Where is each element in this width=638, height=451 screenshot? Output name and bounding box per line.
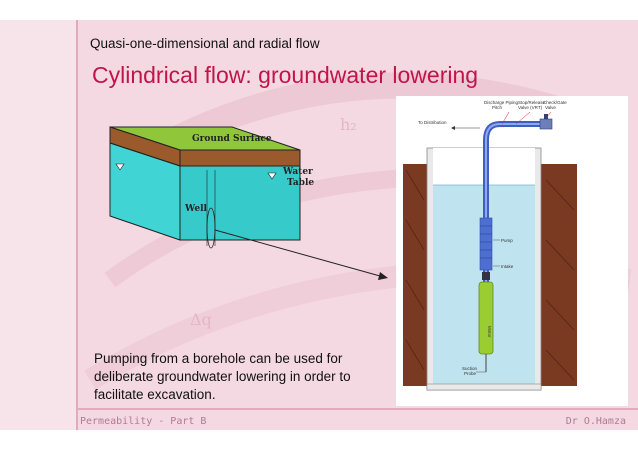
suction-probe-label-line2: Probe xyxy=(464,371,477,376)
vertical-divider xyxy=(76,20,78,430)
stop-valve-label-line2: Valve (VRT) xyxy=(518,105,543,110)
footer-course: Permeability - Part B xyxy=(80,416,207,427)
discharge-piping-label-line1: Discharge Piping xyxy=(484,100,519,105)
pump-callouts xyxy=(476,111,552,373)
suction-probe-label-line1: Suction xyxy=(462,366,478,371)
gate-valve-label-line2: Valve xyxy=(545,105,556,110)
pump-label: Pump xyxy=(501,238,513,243)
stop-valve-label-line1: Stop/Release xyxy=(518,100,546,105)
svg-text:h₂: h₂ xyxy=(340,115,357,134)
to-distribution-label: To Distribution xyxy=(418,120,447,125)
soil-block xyxy=(109,126,301,241)
slide-title: Cylindrical flow: groundwater lowering xyxy=(92,62,479,88)
intake-label: Intake xyxy=(501,264,514,269)
footer-divider xyxy=(76,408,638,410)
water-table-label-line2: Table xyxy=(287,178,314,188)
footer-author: Dr O.Hamza xyxy=(565,416,626,427)
well-cylinder xyxy=(206,170,216,249)
water-table-markers xyxy=(115,163,277,180)
svg-text:Δq: Δq xyxy=(190,310,212,329)
discharge-piping-label-line2: Pitch xyxy=(492,105,503,110)
groundwater-diagram: Ground Surface Water Table Well xyxy=(109,96,628,406)
slide-caption: Pumping from a borehole can be used for … xyxy=(94,351,351,402)
gate-valve-label-line1: Check/Gate xyxy=(543,100,567,105)
water-table-label-line1: Water xyxy=(282,167,313,177)
slide-subtitle: Quasi-one-dimensional and radial flow xyxy=(90,36,320,51)
slide: h₂ Δq Quasi-one-dimensional and radial f… xyxy=(0,20,638,430)
pump-assembly xyxy=(451,114,553,372)
left-strip xyxy=(0,20,76,430)
ground-surface-label: Ground Surface xyxy=(192,134,272,144)
well-label: Well xyxy=(184,204,208,214)
pointer-arrow xyxy=(214,229,388,280)
motor-label: Motor xyxy=(487,326,492,338)
